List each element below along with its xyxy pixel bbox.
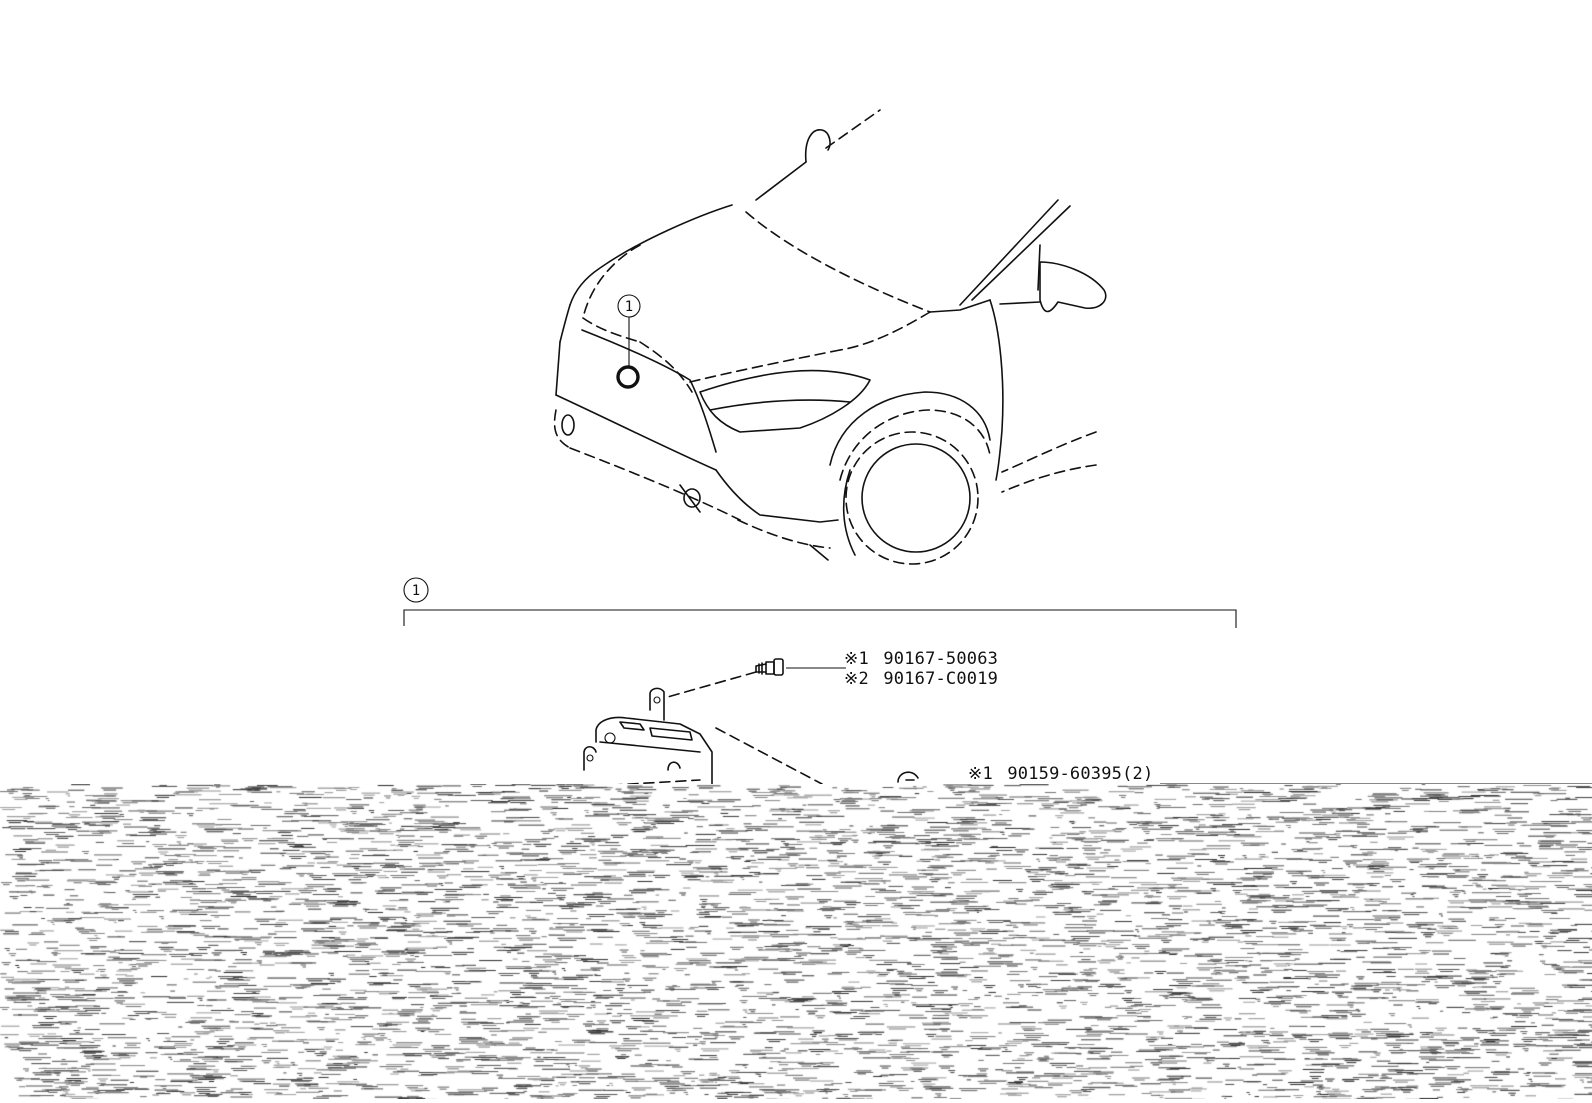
bolt-icon [663,658,846,699]
assembly-bracket [403,609,1237,628]
scan-noise-region [0,784,1592,1099]
bolt-label-1-part-number: 90167-50063 [883,649,998,669]
bolt-label-2-part-number: 90167-C0019 [883,669,998,689]
vehicle-callout-number: 1 [625,299,633,315]
nut-label-1-marker: ※1 [968,764,993,784]
assembly-callout-number: 1 [412,583,420,599]
nut-icon [897,771,919,783]
nut-label-line-1: ※1 90159-60395(2) [968,764,1153,784]
bolt-label-line-2: ※2 90167-C0019 [844,669,998,689]
assembly-group: 1 [403,577,1237,628]
vehicle-illustration: 1 [553,109,1107,565]
assembly-callout-circle [403,577,429,603]
bolt-label-1-marker: ※1 [844,649,869,669]
sensor-module [583,687,823,791]
bolt-label-line-1: ※1 90167-50063 [844,649,998,669]
part-labels: ※1 90167-50063 ※2 90167-C0019 ※1 90159-6… [844,649,1592,785]
nut-label-1-part-number: 90159-60395(2) [1007,764,1153,784]
bolt-label-2-marker: ※2 [844,669,869,689]
